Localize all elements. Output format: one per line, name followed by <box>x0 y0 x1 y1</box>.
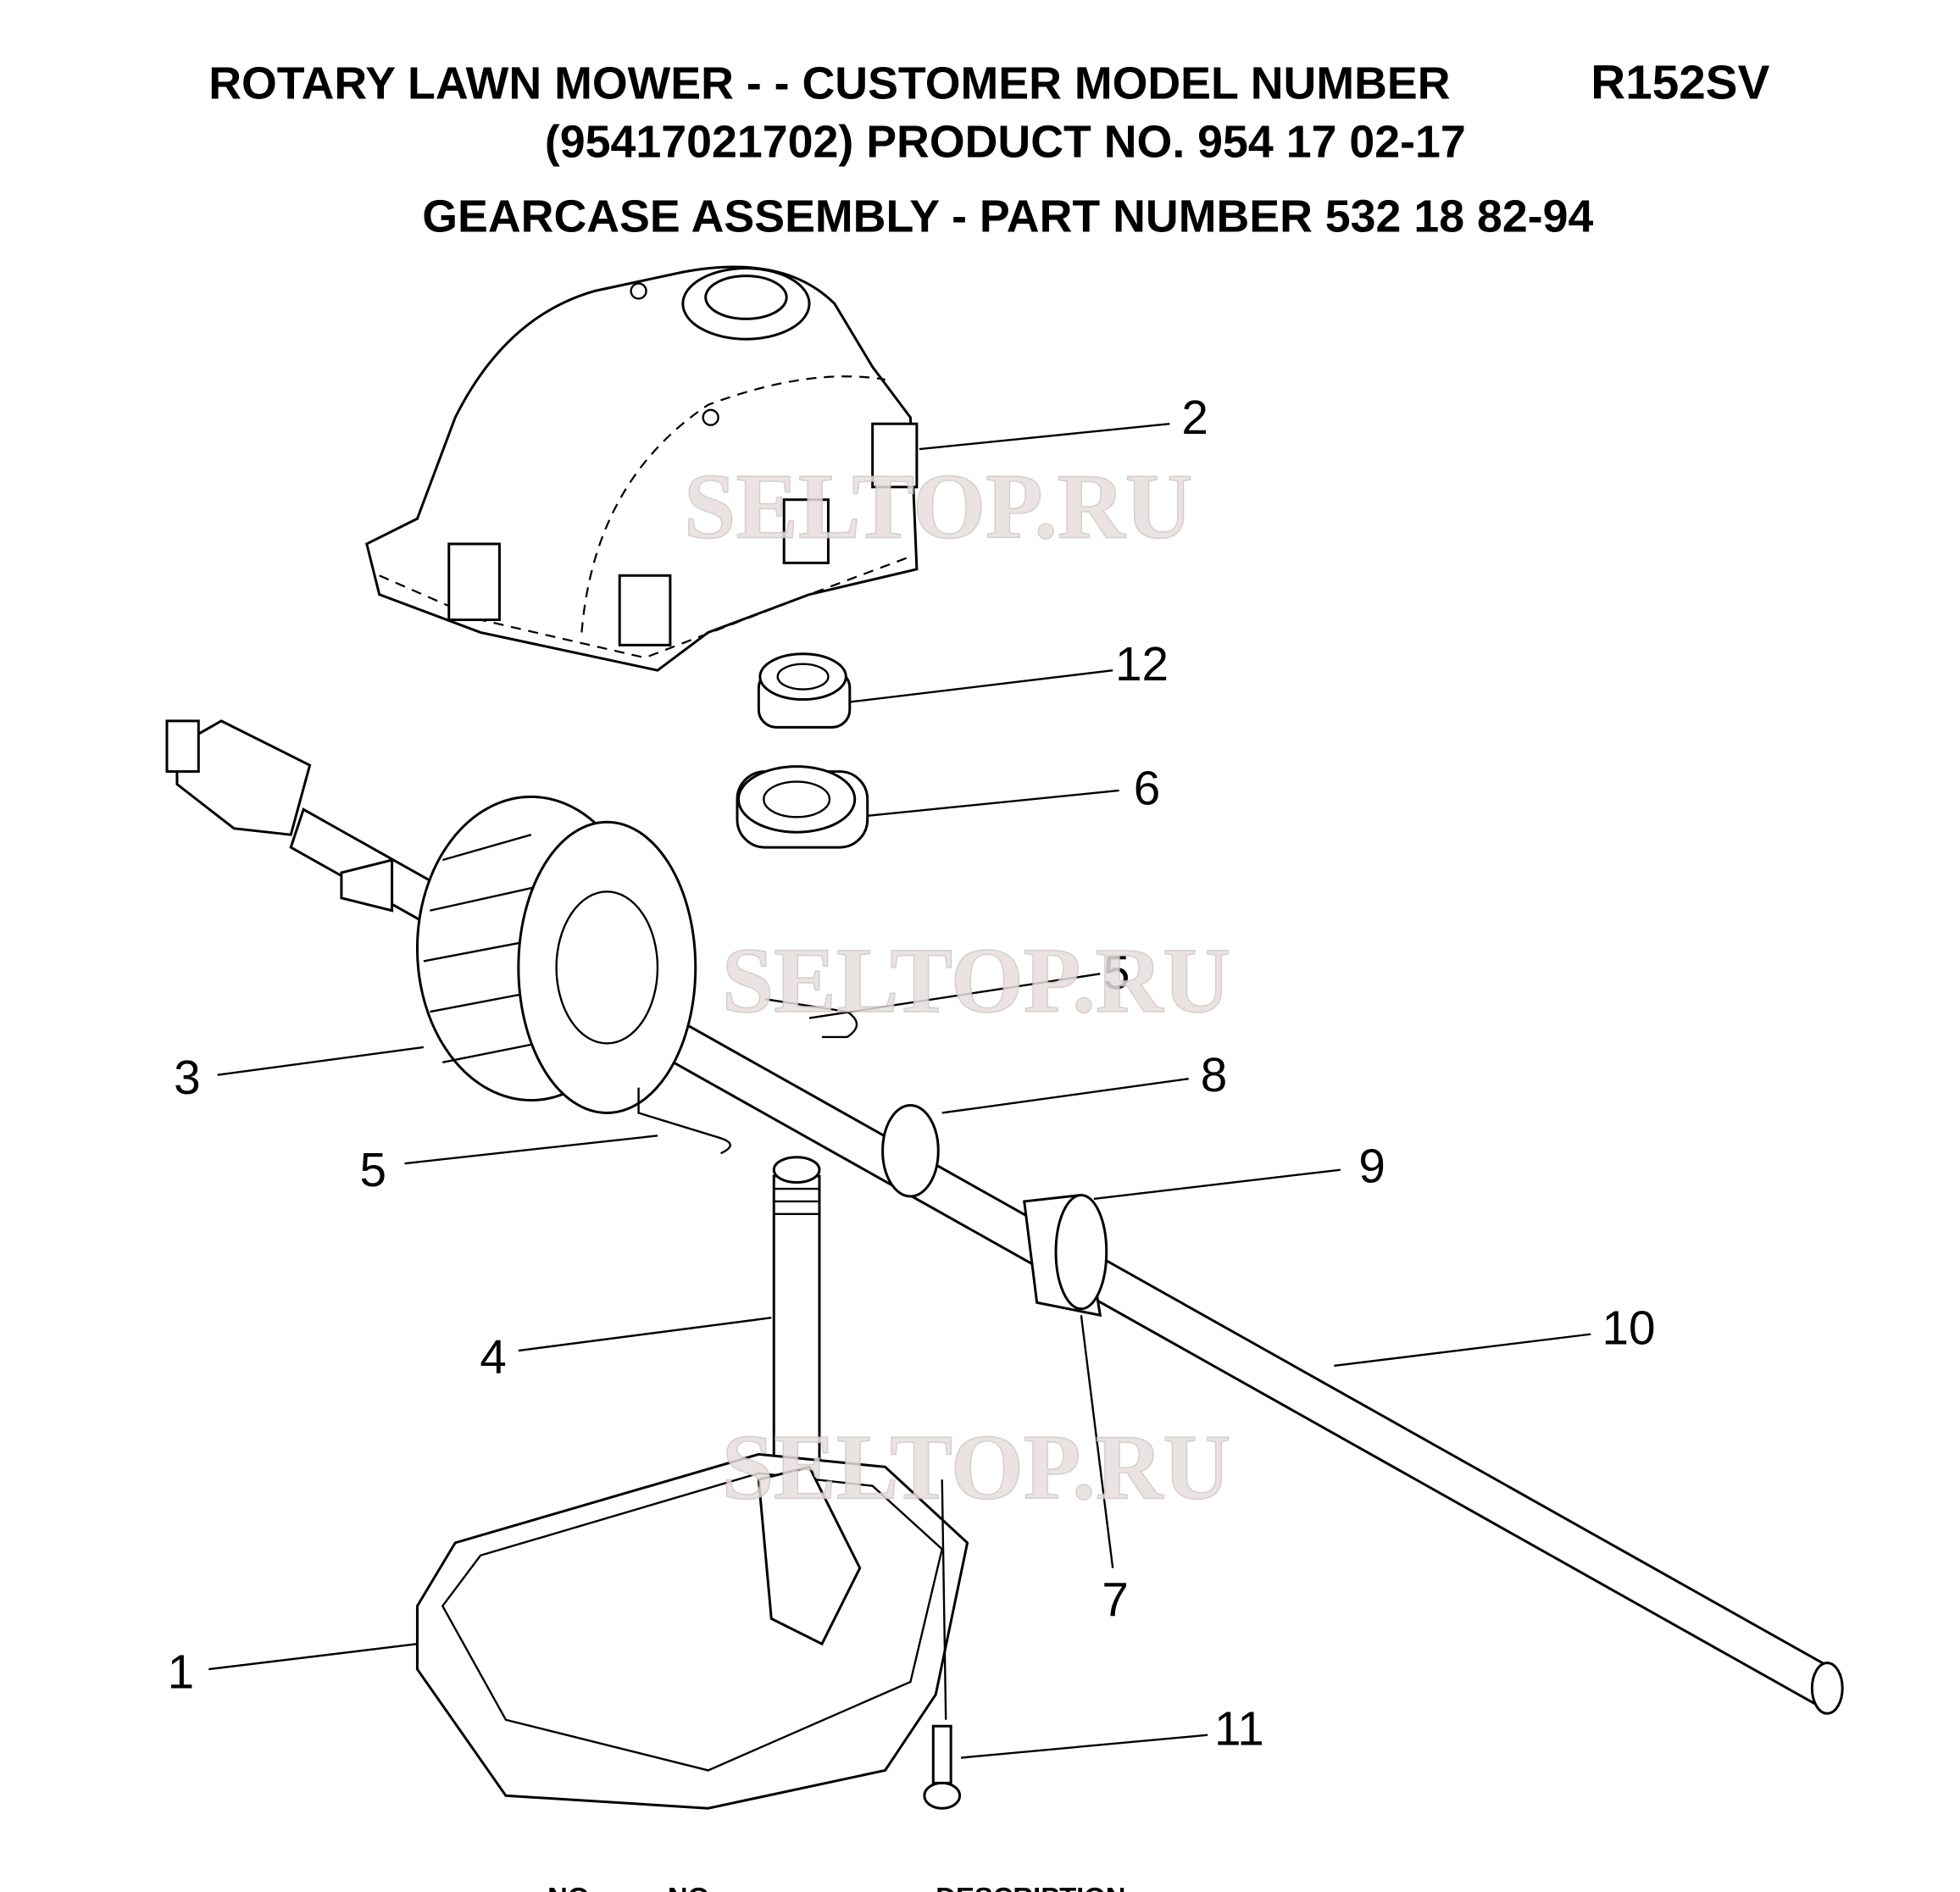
callout-6: 6 <box>1134 762 1161 815</box>
part-12-bearing <box>757 652 852 729</box>
part-2-gearcase-cover <box>365 265 919 672</box>
title-line-3: GEARCASE ASSEMBLY - PART NUMBER 532 18 8… <box>422 191 1593 241</box>
title-line-1: ROTARY LAWN MOWER - - CUSTOMER MODEL NUM… <box>208 58 1450 109</box>
part-8-washer <box>881 1104 940 1198</box>
part-3-drive-gear <box>340 795 697 1114</box>
callout-2: 2 <box>1181 391 1208 445</box>
part-6-bearing <box>736 765 869 849</box>
callout-9: 9 <box>1358 1140 1385 1194</box>
title-line-2: (95417021702) PRODUCT NO. 954 17 02-17 <box>545 116 1466 167</box>
callout-12: 12 <box>1115 638 1169 691</box>
callout-3: 3 <box>174 1051 201 1105</box>
table-header-part-no: NO. <box>668 1882 717 1892</box>
callout-7: 7 <box>1102 1573 1129 1627</box>
callout-8: 8 <box>1201 1049 1228 1102</box>
part-1-gearcase-housing <box>415 1452 969 1810</box>
callout-10: 10 <box>1602 1302 1655 1356</box>
part-11-screw <box>923 1724 962 1810</box>
watermark-3: SELTOP.RU <box>722 1416 1230 1519</box>
part-9-bushing <box>1023 1193 1108 1318</box>
part-5-pin-lower <box>637 1087 731 1155</box>
callout-4: 4 <box>480 1331 507 1384</box>
table-header-description: DESCRIPTION <box>936 1882 1125 1892</box>
model-number: R152SV <box>1591 57 1769 110</box>
callout-5-upper: 5 <box>1103 946 1130 1000</box>
watermark-1: SELTOP.RU <box>684 455 1192 558</box>
watermark-2: SELTOP.RU <box>722 929 1230 1032</box>
callout-11: 11 <box>1214 1703 1264 1756</box>
callout-1: 1 <box>168 1645 195 1699</box>
callout-5-lower: 5 <box>359 1144 386 1197</box>
part-10-drive-shaft <box>165 719 1844 1715</box>
table-header-ref-no: NO. <box>547 1882 597 1892</box>
